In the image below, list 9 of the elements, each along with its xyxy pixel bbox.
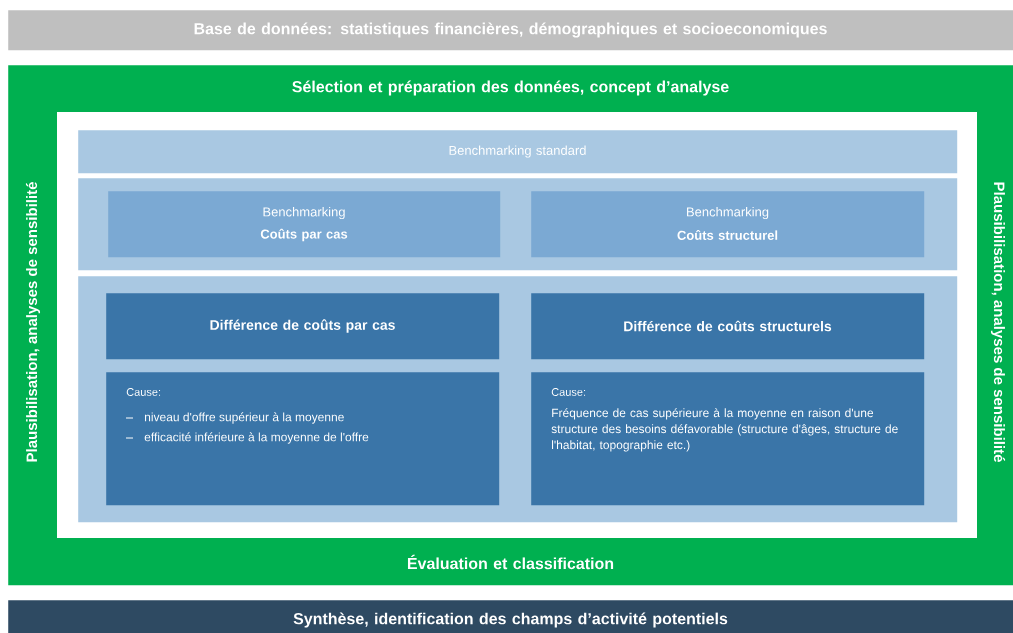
footer-band: Synthèse, identification des champs d’activité potentiels [8,600,1013,633]
process-band: Benchmarking standard [78,130,958,174]
process-box: Benchmarking Coûts structurel [531,191,925,258]
header-band: Base de données: statistiques financières, démographiques et socioeconomiques [8,10,1013,51]
process-box: Benchmarking Coûts par cas [108,191,501,258]
note-box: Cause: niveau d'offre supérieur à la moyenne efficacité inférieure à la moyenne de l'offre [106,372,500,506]
process-box: Différence de coûts structurels [531,293,925,360]
process-box: Différence de coûts par cas [106,293,500,360]
note-box: Cause: Fréquence de cas supérieure à la moyenne en raison d'une structure des besoins défavorable (structure d'âges, structure de l'habitat, topographie etc.) [531,372,925,506]
